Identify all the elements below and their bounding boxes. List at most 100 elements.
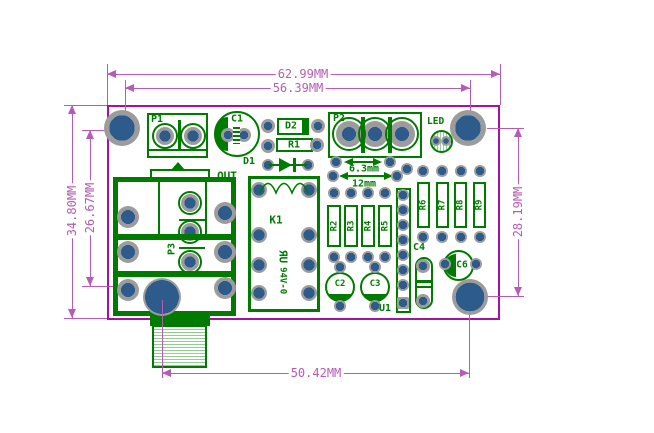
- mounting-hole: [450, 110, 486, 146]
- extension-line: [107, 64, 108, 105]
- resistor-r2: R2: [327, 205, 341, 247]
- pad: [251, 285, 267, 301]
- pad: [362, 187, 374, 199]
- pad: [416, 294, 430, 308]
- resistor-r7: R7: [436, 182, 449, 228]
- pitch-large-text: 12mm: [351, 178, 377, 190]
- pad: [470, 258, 482, 270]
- pad: [397, 297, 409, 309]
- pad: [474, 231, 486, 243]
- pad: [214, 202, 236, 224]
- diode-d2: [277, 118, 309, 135]
- mounting-hole: [452, 279, 488, 315]
- k1-coil-symbol: [259, 182, 309, 196]
- pad: [214, 277, 236, 299]
- arrowhead: [86, 130, 94, 139]
- pad: [261, 139, 275, 153]
- pad: [221, 128, 235, 142]
- pad: [369, 261, 381, 273]
- arrowhead: [514, 128, 522, 137]
- pad: [327, 170, 339, 182]
- resistor-r3: R3: [344, 205, 358, 247]
- p1-divider: [178, 120, 181, 150]
- label-r6: R6: [418, 199, 429, 211]
- pad: [334, 300, 346, 312]
- label-r5: R5: [380, 220, 390, 232]
- extension-line: [125, 80, 126, 130]
- label-r7: R7: [437, 199, 448, 211]
- pad: [431, 136, 441, 146]
- c3-polarity-fill: [364, 294, 386, 300]
- pad: [417, 231, 429, 243]
- p3-inner-line: [205, 182, 207, 236]
- c4-plate: [417, 280, 431, 283]
- pitch-small-text: 6.3mm: [348, 163, 380, 175]
- label-led: LED: [427, 116, 445, 127]
- label-c4: C4: [413, 242, 426, 253]
- pitch-small-line: [346, 161, 380, 163]
- pad: [328, 251, 340, 263]
- ul-recognized-logo: ЯU: [276, 249, 290, 264]
- c2-polarity-fill: [329, 294, 351, 300]
- arrowhead: [460, 369, 469, 377]
- pad: [397, 234, 409, 246]
- pad: [474, 165, 486, 177]
- label-r1: R1: [287, 139, 301, 151]
- pad-ring: [178, 220, 202, 244]
- d1-anode-triangle: [279, 158, 292, 172]
- pad: [117, 241, 139, 263]
- ul-flammability-mark: ЯU 94V-0: [277, 250, 290, 294]
- extension-line: [64, 318, 107, 319]
- p3-contact-line: [179, 247, 205, 249]
- jack-barrel: [152, 325, 207, 368]
- pad: [436, 231, 448, 243]
- pad: [302, 159, 314, 171]
- pad: [334, 261, 346, 273]
- jack-neck: [150, 313, 210, 326]
- resistor-r5: R5: [378, 205, 392, 247]
- dimension-right-hole-spacing: 28.19MM: [511, 184, 525, 240]
- pad: [439, 258, 451, 270]
- pad: [379, 251, 391, 263]
- pad: [416, 259, 430, 273]
- label-out: OUT: [217, 169, 237, 183]
- pad: [397, 204, 409, 216]
- pad: [362, 251, 374, 263]
- extension-line: [487, 296, 524, 297]
- pad: [261, 119, 275, 133]
- label-r9: R9: [474, 199, 485, 211]
- label-r3: R3: [346, 220, 356, 232]
- pad: [345, 251, 357, 263]
- arrowhead: [514, 287, 522, 296]
- pad: [436, 165, 448, 177]
- pad: [379, 187, 391, 199]
- label-p1: P1: [151, 114, 164, 125]
- extension-line: [82, 286, 130, 287]
- pad: [397, 279, 409, 291]
- pad: [310, 138, 324, 152]
- pitch-large-line: [341, 175, 391, 177]
- pad: [237, 128, 251, 142]
- pad: [301, 257, 317, 273]
- label-p3: P3: [166, 242, 178, 256]
- pad: [251, 257, 267, 273]
- resistor-r6: R6: [417, 182, 430, 228]
- extension-line: [82, 130, 122, 131]
- dimension-inner-width: 56.39MM: [270, 81, 326, 95]
- p1-baseline: [149, 149, 206, 151]
- label-d1: D1: [243, 156, 256, 167]
- pad: [301, 285, 317, 301]
- pad: [330, 156, 342, 168]
- label-c2: C2: [334, 279, 346, 289]
- pad: [117, 206, 139, 228]
- pad: [397, 249, 409, 261]
- pad-ring: [152, 123, 178, 149]
- pad: [455, 231, 467, 243]
- extension-line: [470, 80, 471, 132]
- dimension-inner-height: 26.67MM: [83, 180, 97, 236]
- extension-line: [500, 64, 501, 105]
- label-k1: K1: [269, 213, 283, 227]
- arrowhead: [86, 277, 94, 286]
- pad: [397, 219, 409, 231]
